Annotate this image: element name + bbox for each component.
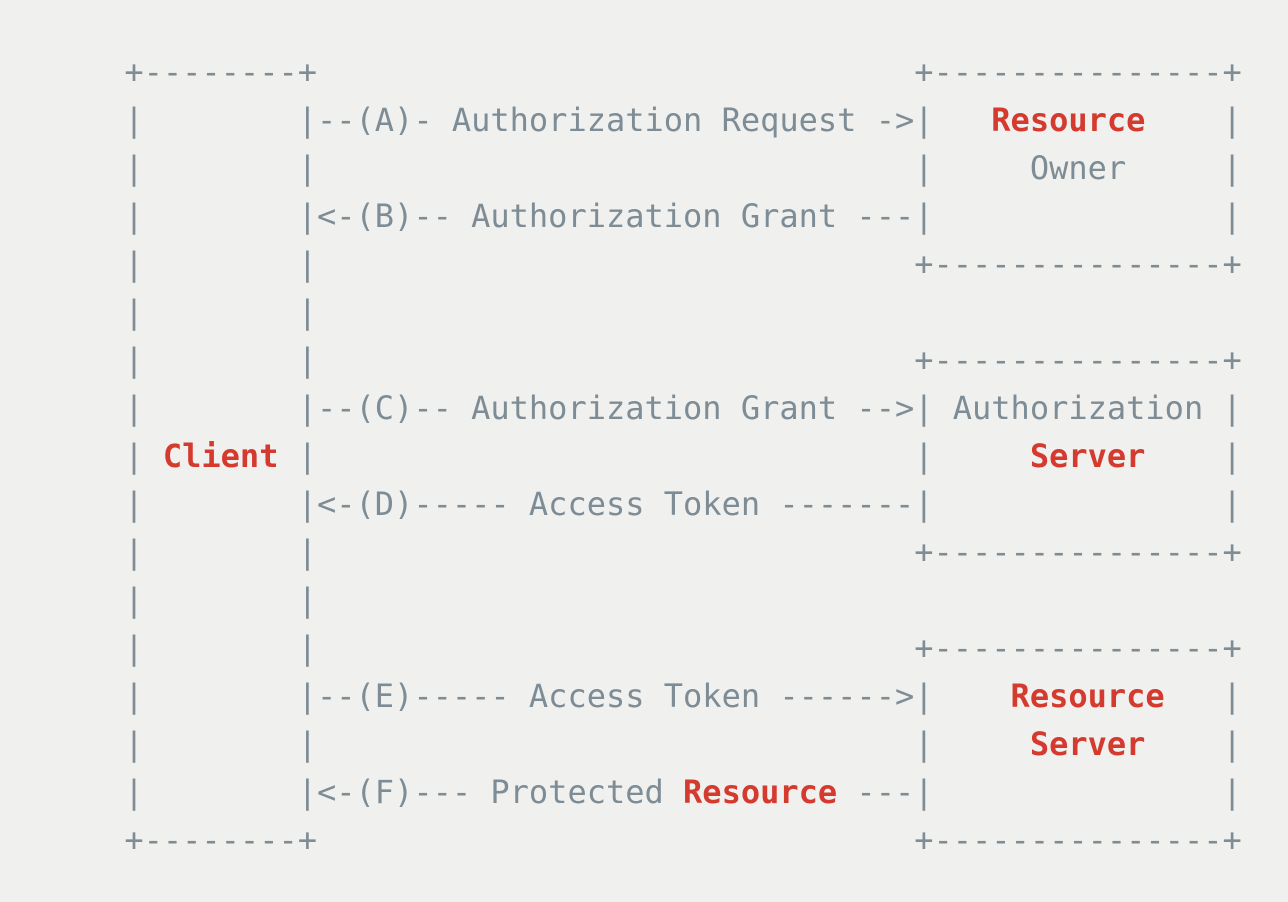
diagram-text: | | xyxy=(28,293,317,331)
diagram-text: +--------+ +---------------+ xyxy=(28,53,1242,91)
diagram-line: | | xyxy=(28,288,1242,336)
diagram-line: | | +---------------+ xyxy=(28,240,1242,288)
diagram-text: | xyxy=(1145,101,1242,139)
diagram-text: | |<-(B)-- Authorization Grant ---| | xyxy=(28,197,1242,235)
diagram-text: | xyxy=(28,437,163,475)
diagram-text: +--------+ +---------------+ xyxy=(28,821,1242,859)
diagram-text: | xyxy=(1164,677,1242,715)
diagram-text: | |--(A)- Authorization Request ->| xyxy=(28,101,992,139)
diagram-text: | xyxy=(1145,725,1242,763)
diagram-text: ---| | xyxy=(837,773,1242,811)
diagram-line: +--------+ +---------------+ xyxy=(28,816,1242,864)
diagram-text: | |--(C)-- Authorization Grant -->| Auth… xyxy=(28,389,1242,427)
ascii-diagram: +--------+ +---------------+ | |--(A)- A… xyxy=(28,48,1242,864)
diagram-line: | | +---------------+ xyxy=(28,624,1242,672)
diagram-text: | | | xyxy=(28,725,1030,763)
diagram-line: | | xyxy=(28,576,1242,624)
diagram-text: | | +---------------+ xyxy=(28,245,1242,283)
diagram-text: | |--(E)----- Access Token ------>| xyxy=(28,677,1011,715)
highlight-term: Server xyxy=(1029,437,1146,475)
highlight-term: Resource xyxy=(991,101,1146,139)
diagram-line: | |--(E)----- Access Token ------>| Reso… xyxy=(28,672,1242,720)
diagram-text: | |<-(F)--- Protected xyxy=(28,773,684,811)
highlight-term: Client xyxy=(162,437,279,475)
highlight-term: Resource xyxy=(1010,677,1165,715)
diagram-text: | | +---------------+ xyxy=(28,533,1242,571)
diagram-line: | | | Server | xyxy=(28,720,1242,768)
diagram-line: | | | Owner | xyxy=(28,144,1242,192)
diagram-line: | | +---------------+ xyxy=(28,528,1242,576)
diagram-line: | | +---------------+ xyxy=(28,336,1242,384)
diagram-text: | |<-(D)----- Access Token -------| | xyxy=(28,485,1242,523)
diagram-text: | | xyxy=(28,581,317,619)
diagram-line: +--------+ +---------------+ xyxy=(28,48,1242,96)
diagram-text: | | xyxy=(278,437,1030,475)
diagram-line: | |--(C)-- Authorization Grant -->| Auth… xyxy=(28,384,1242,432)
diagram-text: | | | Owner | xyxy=(28,149,1242,187)
diagram-text: | | +---------------+ xyxy=(28,341,1242,379)
diagram-line: | |<-(F)--- Protected Resource ---| | xyxy=(28,768,1242,816)
diagram-line: | Client | | Server | xyxy=(28,432,1242,480)
diagram-text: | | +---------------+ xyxy=(28,629,1242,667)
highlight-term: Server xyxy=(1029,725,1146,763)
diagram-line: | |<-(D)----- Access Token -------| | xyxy=(28,480,1242,528)
diagram-text: | xyxy=(1145,437,1242,475)
diagram-line: | |--(A)- Authorization Request ->| Reso… xyxy=(28,96,1242,144)
highlight-term: Resource xyxy=(683,773,838,811)
diagram-line: | |<-(B)-- Authorization Grant ---| | xyxy=(28,192,1242,240)
